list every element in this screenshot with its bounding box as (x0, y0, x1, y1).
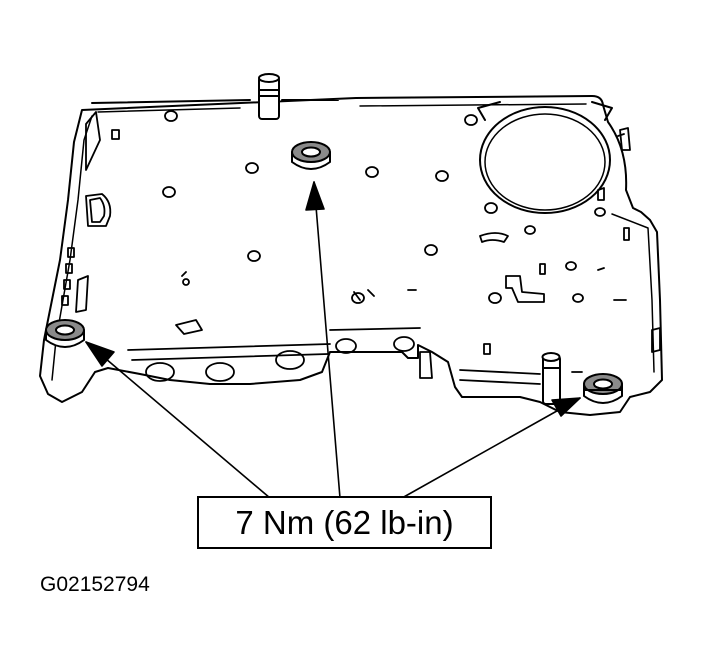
bolt-left (45, 319, 85, 348)
right-slots (407, 127, 661, 355)
bore-collar (477, 101, 613, 121)
plate-inner-edge (51, 103, 655, 381)
right-stud (541, 352, 561, 405)
leader-arrows (85, 181, 581, 499)
bolt-top (291, 141, 331, 170)
left-slots (61, 111, 120, 313)
torque-callout: 7 Nm (62 lb-in) (197, 496, 492, 549)
torque-label: 7 Nm (62 lb-in) (235, 503, 454, 541)
surface-marks (181, 133, 625, 301)
figure-id: G02152794 (40, 573, 150, 596)
plate-outline (39, 95, 663, 416)
bolt-right (583, 373, 623, 404)
large-bore (479, 106, 611, 214)
plate-holes (162, 110, 606, 304)
center-passage (505, 275, 545, 303)
large-bore-inner (484, 113, 606, 211)
top-stud (258, 73, 280, 120)
lower-channel (127, 319, 583, 385)
